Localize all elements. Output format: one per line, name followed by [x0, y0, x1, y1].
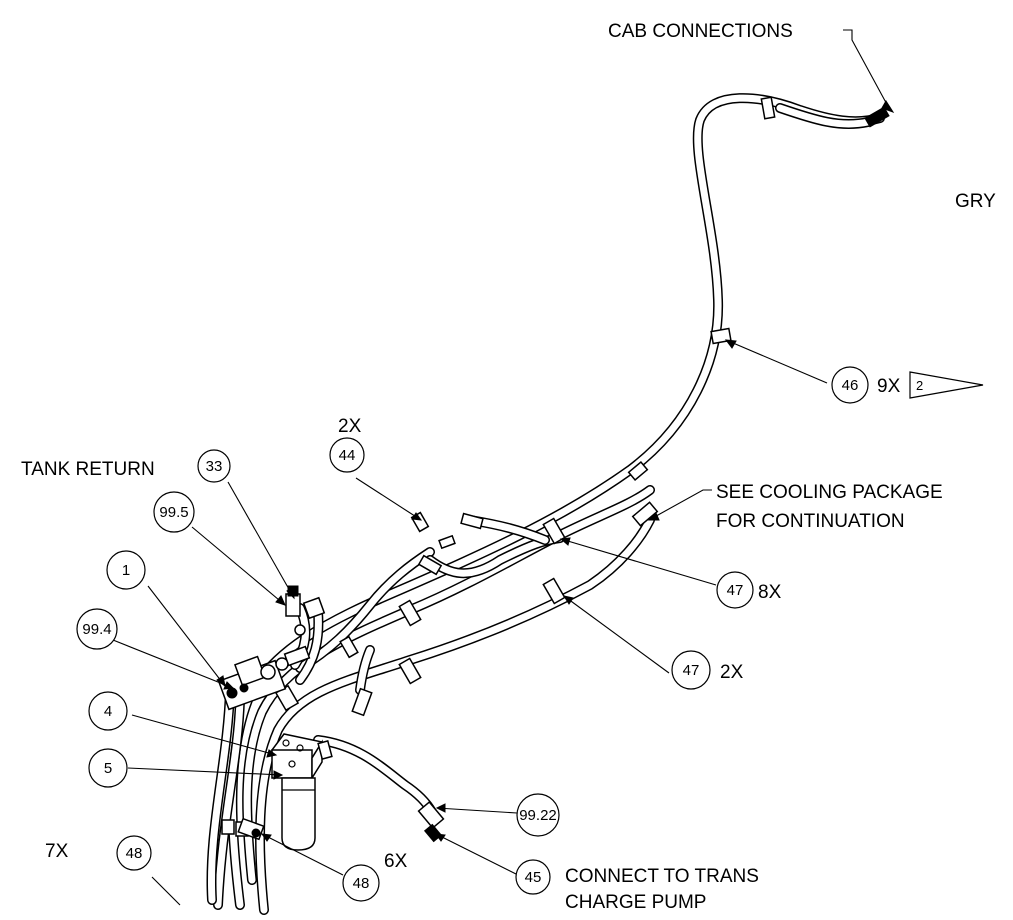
balloon-47-top: 47: [716, 571, 754, 609]
flag-note-number: 2: [916, 378, 923, 393]
qty-46: 9X: [877, 376, 901, 397]
svg-text:5: 5: [104, 760, 112, 777]
balloon-99-4: 99.4: [76, 608, 118, 650]
balloon-33: 33: [197, 449, 231, 483]
svg-text:46: 46: [842, 377, 859, 394]
connect-trans-label-1: CONNECT TO TRANS: [565, 866, 759, 887]
svg-text:47: 47: [683, 662, 700, 679]
svg-text:33: 33: [206, 458, 223, 475]
cooling-fittings: [351, 460, 659, 717]
balloon-1: 1: [106, 550, 146, 590]
svg-text:99.22: 99.22: [519, 807, 557, 824]
tank-return-label: TANK RETURN: [21, 459, 155, 480]
svg-text:4: 4: [104, 703, 112, 720]
valve-block-1: [217, 645, 311, 711]
balloon-4: 4: [88, 691, 128, 731]
balloon-47-bottom: 47: [671, 650, 711, 690]
cab-connector: [864, 106, 890, 128]
balloon-99-5: 99.5: [153, 491, 195, 533]
connect-trans-label-2: CHARGE PUMP: [565, 892, 706, 913]
quantity-labels: 2X 9X 8X 2X 7X 6X: [45, 376, 901, 872]
flag-note: 2: [909, 371, 984, 399]
qty-47-bottom: 2X: [720, 662, 744, 683]
qty-48-left: 7X: [45, 841, 69, 862]
svg-text:99.4: 99.4: [82, 621, 111, 638]
svg-text:48: 48: [353, 875, 370, 892]
see-cooling-label-1: SEE COOLING PACKAGE: [716, 482, 943, 503]
balloon-99-22: 99.22: [516, 793, 560, 837]
balloon-5: 5: [88, 748, 128, 788]
qty-44: 2X: [338, 416, 362, 437]
svg-text:44: 44: [339, 447, 356, 464]
svg-text:47: 47: [727, 582, 744, 599]
qty-48-bottom: 6X: [384, 851, 408, 872]
callout-labels: CAB CONNECTIONS GRY TANK RETURN SEE COOL…: [21, 21, 996, 913]
balloon-44: 44: [329, 437, 365, 473]
balloon-46: 46: [831, 366, 869, 404]
svg-text:45: 45: [525, 869, 542, 886]
p-clamp-48: [237, 817, 265, 841]
cab-connections-label: CAB CONNECTIONS: [608, 21, 793, 42]
svg-text:48: 48: [126, 845, 143, 862]
see-cooling-label-2: FOR CONTINUATION: [716, 511, 905, 532]
balloon-48-left: 48: [116, 835, 152, 871]
leader-lines: [112, 29, 895, 906]
qty-47-top: 8X: [758, 582, 782, 603]
hose-clamps: [221, 96, 776, 837]
balloon-48-bottom: 48: [342, 864, 380, 902]
svg-text:1: 1: [122, 562, 130, 579]
balloon-45: 45: [515, 859, 551, 895]
filter-canister-5: [281, 777, 316, 851]
gry-label: GRY: [955, 191, 996, 212]
balloons: 33 99.5 1 99.4 4 5 48 44: [76, 366, 869, 902]
trans-pump-fitting: [417, 801, 445, 843]
svg-text:99.5: 99.5: [159, 504, 188, 521]
